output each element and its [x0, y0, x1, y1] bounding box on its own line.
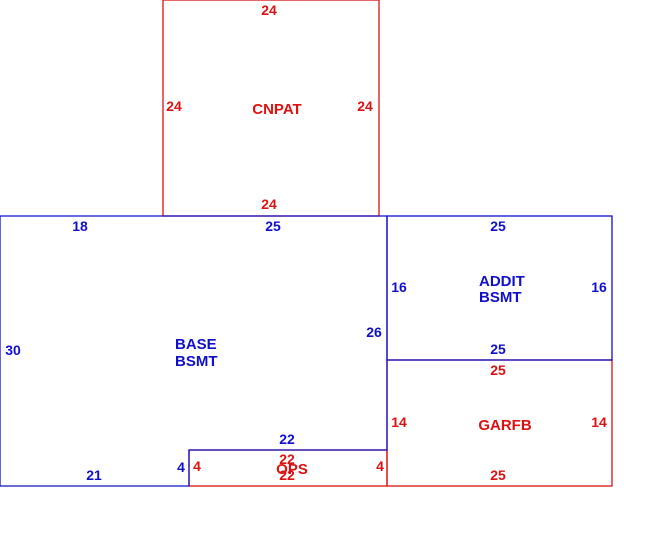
- cnpat-area: 24 24 24 24 CNPAT: [162, 0, 380, 217]
- addit-right-dimension: 16: [591, 279, 607, 295]
- base-label-line2: BSMT: [175, 353, 218, 370]
- garfb-top-dimension: 25: [490, 362, 506, 378]
- ops-label: OPS: [276, 461, 308, 478]
- ops-left-dimension: 4: [193, 458, 201, 474]
- base-bsmt-area: 18 25 30 26 22 4 21 BASE BSMT: [0, 215, 388, 487]
- cnpat-bottom-dimension: 24: [261, 196, 277, 212]
- cnpat-right-dimension: 24: [357, 98, 373, 114]
- garfb-area: 25 14 14 25 GARFB: [386, 359, 613, 487]
- base-top-right-dimension: 25: [265, 218, 281, 234]
- ops-right-dimension: 4: [376, 458, 384, 474]
- addit-label-line1: ADDIT: [479, 273, 525, 290]
- addit-top-dimension: 25: [490, 218, 506, 234]
- cnpat-left-dimension: 24: [166, 98, 182, 114]
- ops-area: 22 4 4 OPS 22: [188, 449, 388, 487]
- ops-bottom-dimension: 22: [279, 467, 295, 483]
- base-label-line1: BASE: [175, 336, 217, 353]
- addit-bsmt-outline: [386, 215, 613, 361]
- base-left-dimension: 30: [5, 342, 21, 358]
- base-right-dimension: 26: [366, 324, 382, 340]
- cnpat-label: CNPAT: [252, 101, 301, 118]
- base-notch-top-dimension: 22: [279, 431, 295, 447]
- garfb-bottom-dimension: 25: [490, 467, 506, 483]
- ops-top-dimension: 22: [279, 451, 295, 467]
- garfb-label: GARFB: [478, 417, 531, 434]
- garfb-right-dimension: 14: [591, 414, 607, 430]
- addit-left-dimension: 16: [391, 279, 407, 295]
- garfb-left-dimension: 14: [391, 414, 407, 430]
- base-notch-side-dimension: 4: [177, 459, 185, 475]
- base-bottom-dimension: 21: [86, 467, 102, 483]
- base-top-left-dimension: 18: [72, 218, 88, 234]
- cnpat-top-dimension: 24: [261, 2, 277, 18]
- addit-label-line2: BSMT: [479, 289, 522, 306]
- addit-bsmt-area: 25 16 16 25 ADDIT BSMT: [386, 215, 613, 361]
- addit-bottom-dimension: 25: [490, 341, 506, 357]
